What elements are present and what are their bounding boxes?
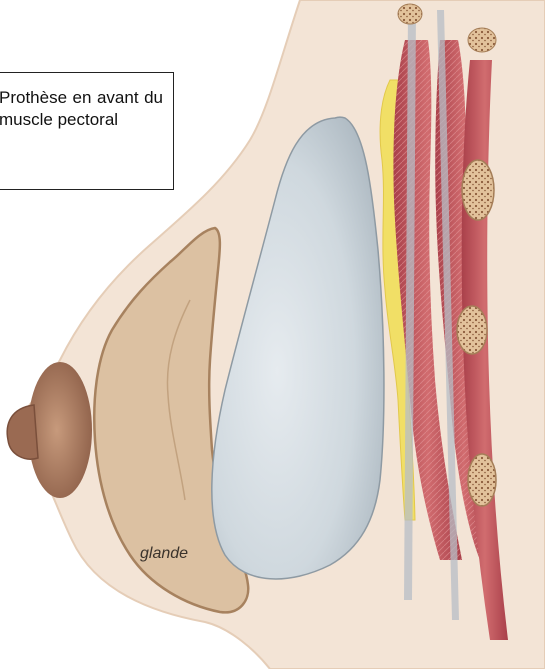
areola <box>28 362 92 498</box>
nipple <box>7 405 38 459</box>
callout-text: Prothèse en avant du muscle pectoral <box>0 88 163 129</box>
rib-bone <box>462 160 494 220</box>
callout-box: Prothèse en avant du muscle pectoral <box>0 72 174 190</box>
gland-label: glande <box>140 545 188 563</box>
